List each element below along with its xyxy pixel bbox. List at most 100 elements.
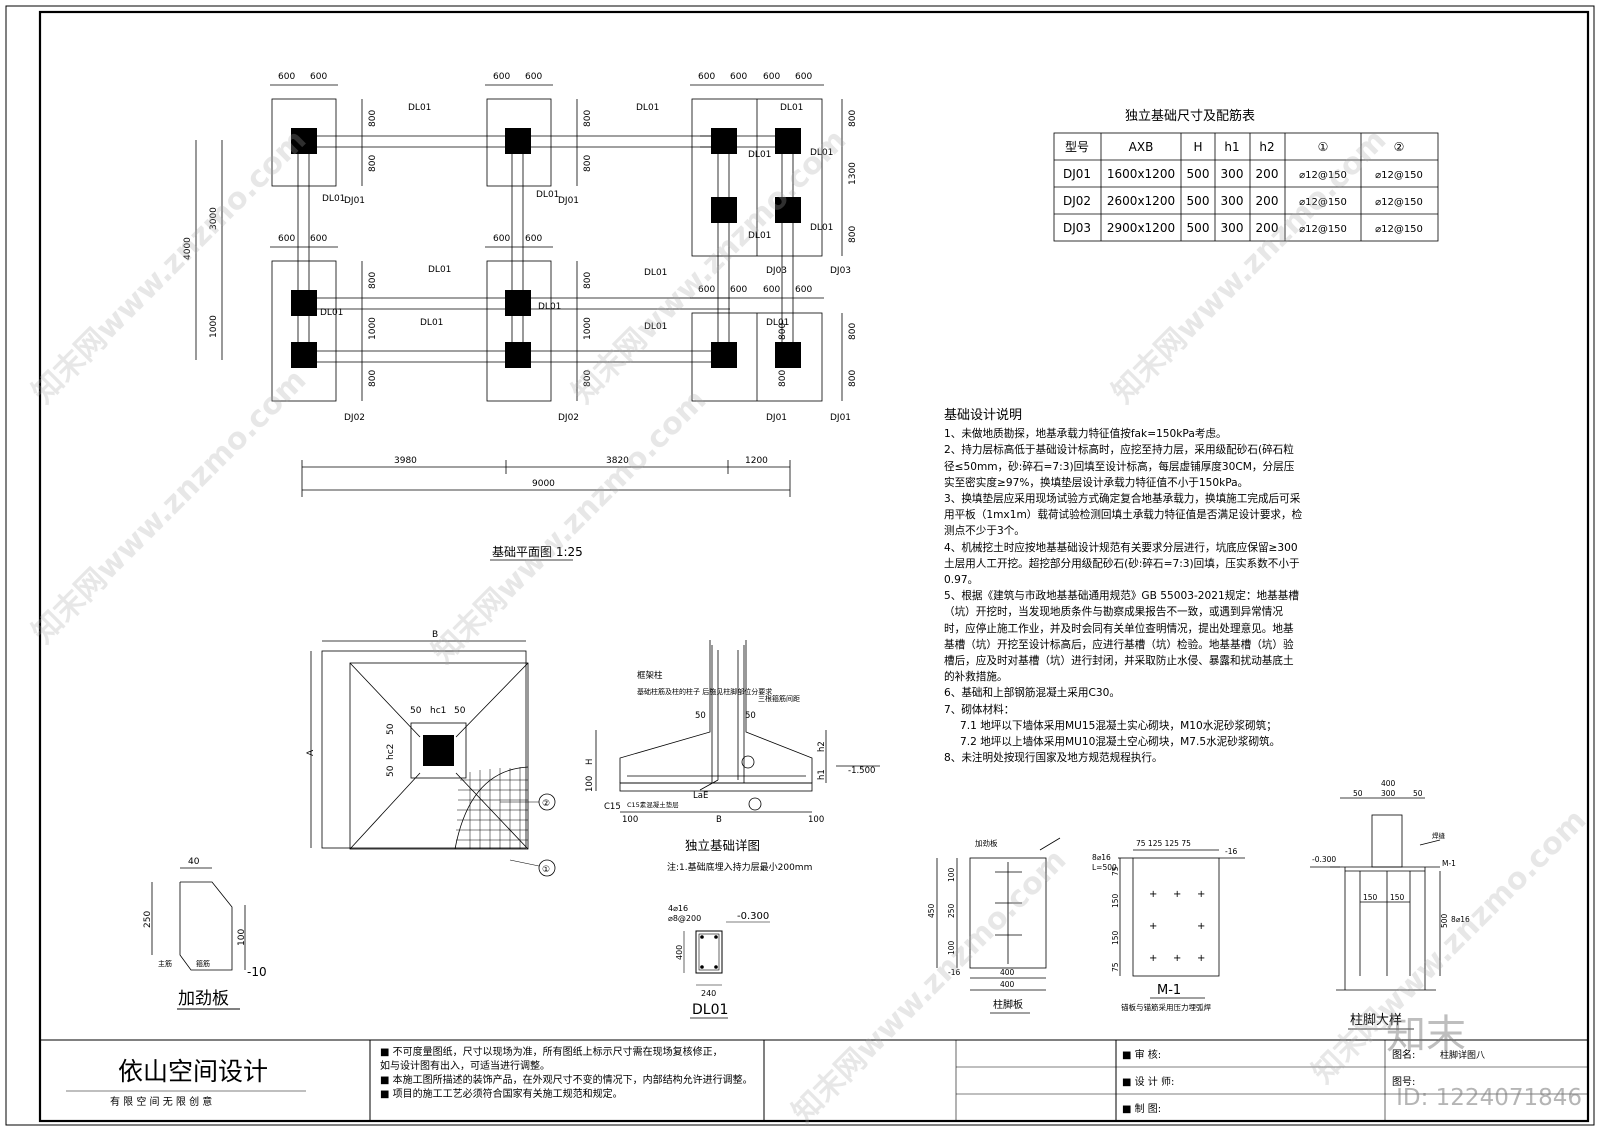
beam-top-rebar: 4⌀16 [668,904,688,913]
dim-600: 600 [795,285,812,295]
table-cell: 1600x1200 [1107,167,1175,181]
table-cell: 300 [1221,194,1244,208]
drawer-label: ■ 制 图: [1122,1102,1161,1115]
footing-section [595,640,880,813]
notes-item: 6、基础和上部钢筋混凝土采用C30。 [944,687,1120,700]
dim-500: 500 [1440,913,1449,928]
table-header: h1 [1224,140,1239,154]
notes-item: 2、持力层标高低于基础设计标高时，应挖至持力层，采用级配砂石(碎石粒径≤50mm… [944,444,1295,489]
dim-1200: 1200 [745,456,768,466]
dim-50: 50 [1413,789,1423,798]
dim-800: 800 [848,370,858,387]
dim-100: 100 [585,776,595,792]
table-cell: ⌀12@150 [1375,224,1423,235]
footing-tag-dj01: DJ01 [558,196,579,206]
dim-600: 600 [730,285,747,295]
callout-1: ① [542,865,550,875]
column-foot-rebar: 8⌀16 [1451,915,1470,924]
notes-title: 基础设计说明 [944,408,1023,423]
dim-400: 400 [1000,968,1015,977]
dim-800: 800 [848,226,858,243]
table-cell: DJ03 [1063,221,1091,235]
dim-50: 50 [695,711,706,721]
table-header: ② [1394,140,1405,154]
dim-3000: 3000 [209,207,219,230]
beam-label: DL01 [536,190,559,200]
dim-800: 800 [583,110,593,127]
dim-800: 800 [848,323,858,340]
rebar-grid [456,767,528,849]
beam-label: DL01 [408,103,431,113]
dim-1000: 1000 [583,317,593,340]
inner-frame [38,10,1590,1123]
m1-title: M-1 [1157,983,1181,998]
dim-600: 600 [310,72,327,82]
m1-subtitle: 锚板与锚筋采用压力埋弧焊 [1121,1002,1211,1012]
dim-40: 40 [188,857,200,867]
base-plate-title: 柱脚板 [993,998,1023,1011]
dim-450: 450 [927,903,936,918]
dim-600: 600 [310,234,327,244]
svg-text:+: + [1197,953,1205,964]
m1-rebar: 8⌀16 [1092,853,1111,862]
label-stirrup: 箍筋 [196,959,210,968]
watermark-id: ID: 1224071846 [1396,1085,1582,1111]
beam-label: DL01 [810,223,833,233]
footing-rect [271,98,337,187]
table-header: ① [1318,140,1329,154]
dim-3820: 3820 [606,456,629,466]
svg-text:+: + [1149,953,1157,964]
table-cell: 200 [1256,221,1279,235]
beam-label: DL01 [766,318,789,328]
notes-item: 1、未做地质勘探，地基承载力特征值按fak=150kPa考虑。 [944,428,1227,441]
dim-h2: h2 [817,741,827,752]
dim-150: 150 [1111,930,1120,945]
dim-600: 600 [763,72,780,82]
section-title: 独立基础详图 [685,838,760,853]
title-block-remarks: ■ 不可度量图纸，尺寸以现场为准，所有图纸上标示尺寸需在现场复核修正， 如与设计… [380,1046,753,1102]
dim-50: 50 [410,706,422,716]
beam-elevation: -0.300 [737,911,769,922]
beam-title: DL01 [692,1002,728,1018]
footing-rect [486,260,552,402]
footing-tag-dj03: DJ03 [766,266,787,276]
table-cell: 300 [1221,167,1244,181]
dim-9000: 9000 [532,479,555,489]
dim-50: 50 [1353,789,1363,798]
notes-subitem: 7.1 地坪以下墙体采用MU15混凝土实心砌块，M10水泥砂浆砌筑； [960,719,1277,732]
m1-thickness: -16 [1225,847,1237,856]
stiffener-title: 加劲板 [178,989,229,1009]
dim-600: 600 [795,72,812,82]
dim-400: 400 [1381,779,1396,788]
dim-600: 600 [525,234,542,244]
elevation: -0.300 [1312,855,1336,864]
table-cell: ⌀12@150 [1299,197,1347,208]
notes-item: 5、根据《建筑与市政地基基础通用规范》GB 55003-2021规定：地基基槽（… [944,590,1299,684]
label-a: A [306,749,316,756]
footing-rect [271,260,337,402]
section-note: 注:1.基础底埋入持力层最小200mm [667,861,812,873]
base-plate [936,837,1061,991]
remark-line: ■ 本施工图所描述的装饰产品，在外观尺寸不变的情况下，内部结构允许进行调整。 [380,1075,753,1086]
drawing-name: 柱脚详图八 [1440,1049,1485,1061]
column-foot-detail [1310,797,1441,991]
m1-ref: M-1 [1442,859,1456,868]
dim-800: 800 [368,370,378,387]
table-cell: 300 [1221,221,1244,235]
dim-50: 50 [454,706,466,716]
table-cell: 200 [1256,194,1279,208]
dim-50: 50 [386,723,396,735]
dim-600: 600 [278,234,295,244]
title-block [40,1039,1588,1121]
dim-600: 600 [763,285,780,295]
beam-label: DL01 [428,265,451,275]
table-header: 型号 [1065,140,1089,154]
dim-600: 600 [698,285,715,295]
dim-800: 800 [848,110,858,127]
footing-tag-dj02: DJ02 [344,413,365,423]
remark-line: ■ 项目的施工工艺必须符合国家有关施工规范和规定。 [380,1089,623,1100]
dim-100: 100 [947,867,956,882]
label-stiffener: 加劲板 [975,838,998,848]
thickness: -10 [247,965,267,979]
dim-800: 800 [368,110,378,127]
